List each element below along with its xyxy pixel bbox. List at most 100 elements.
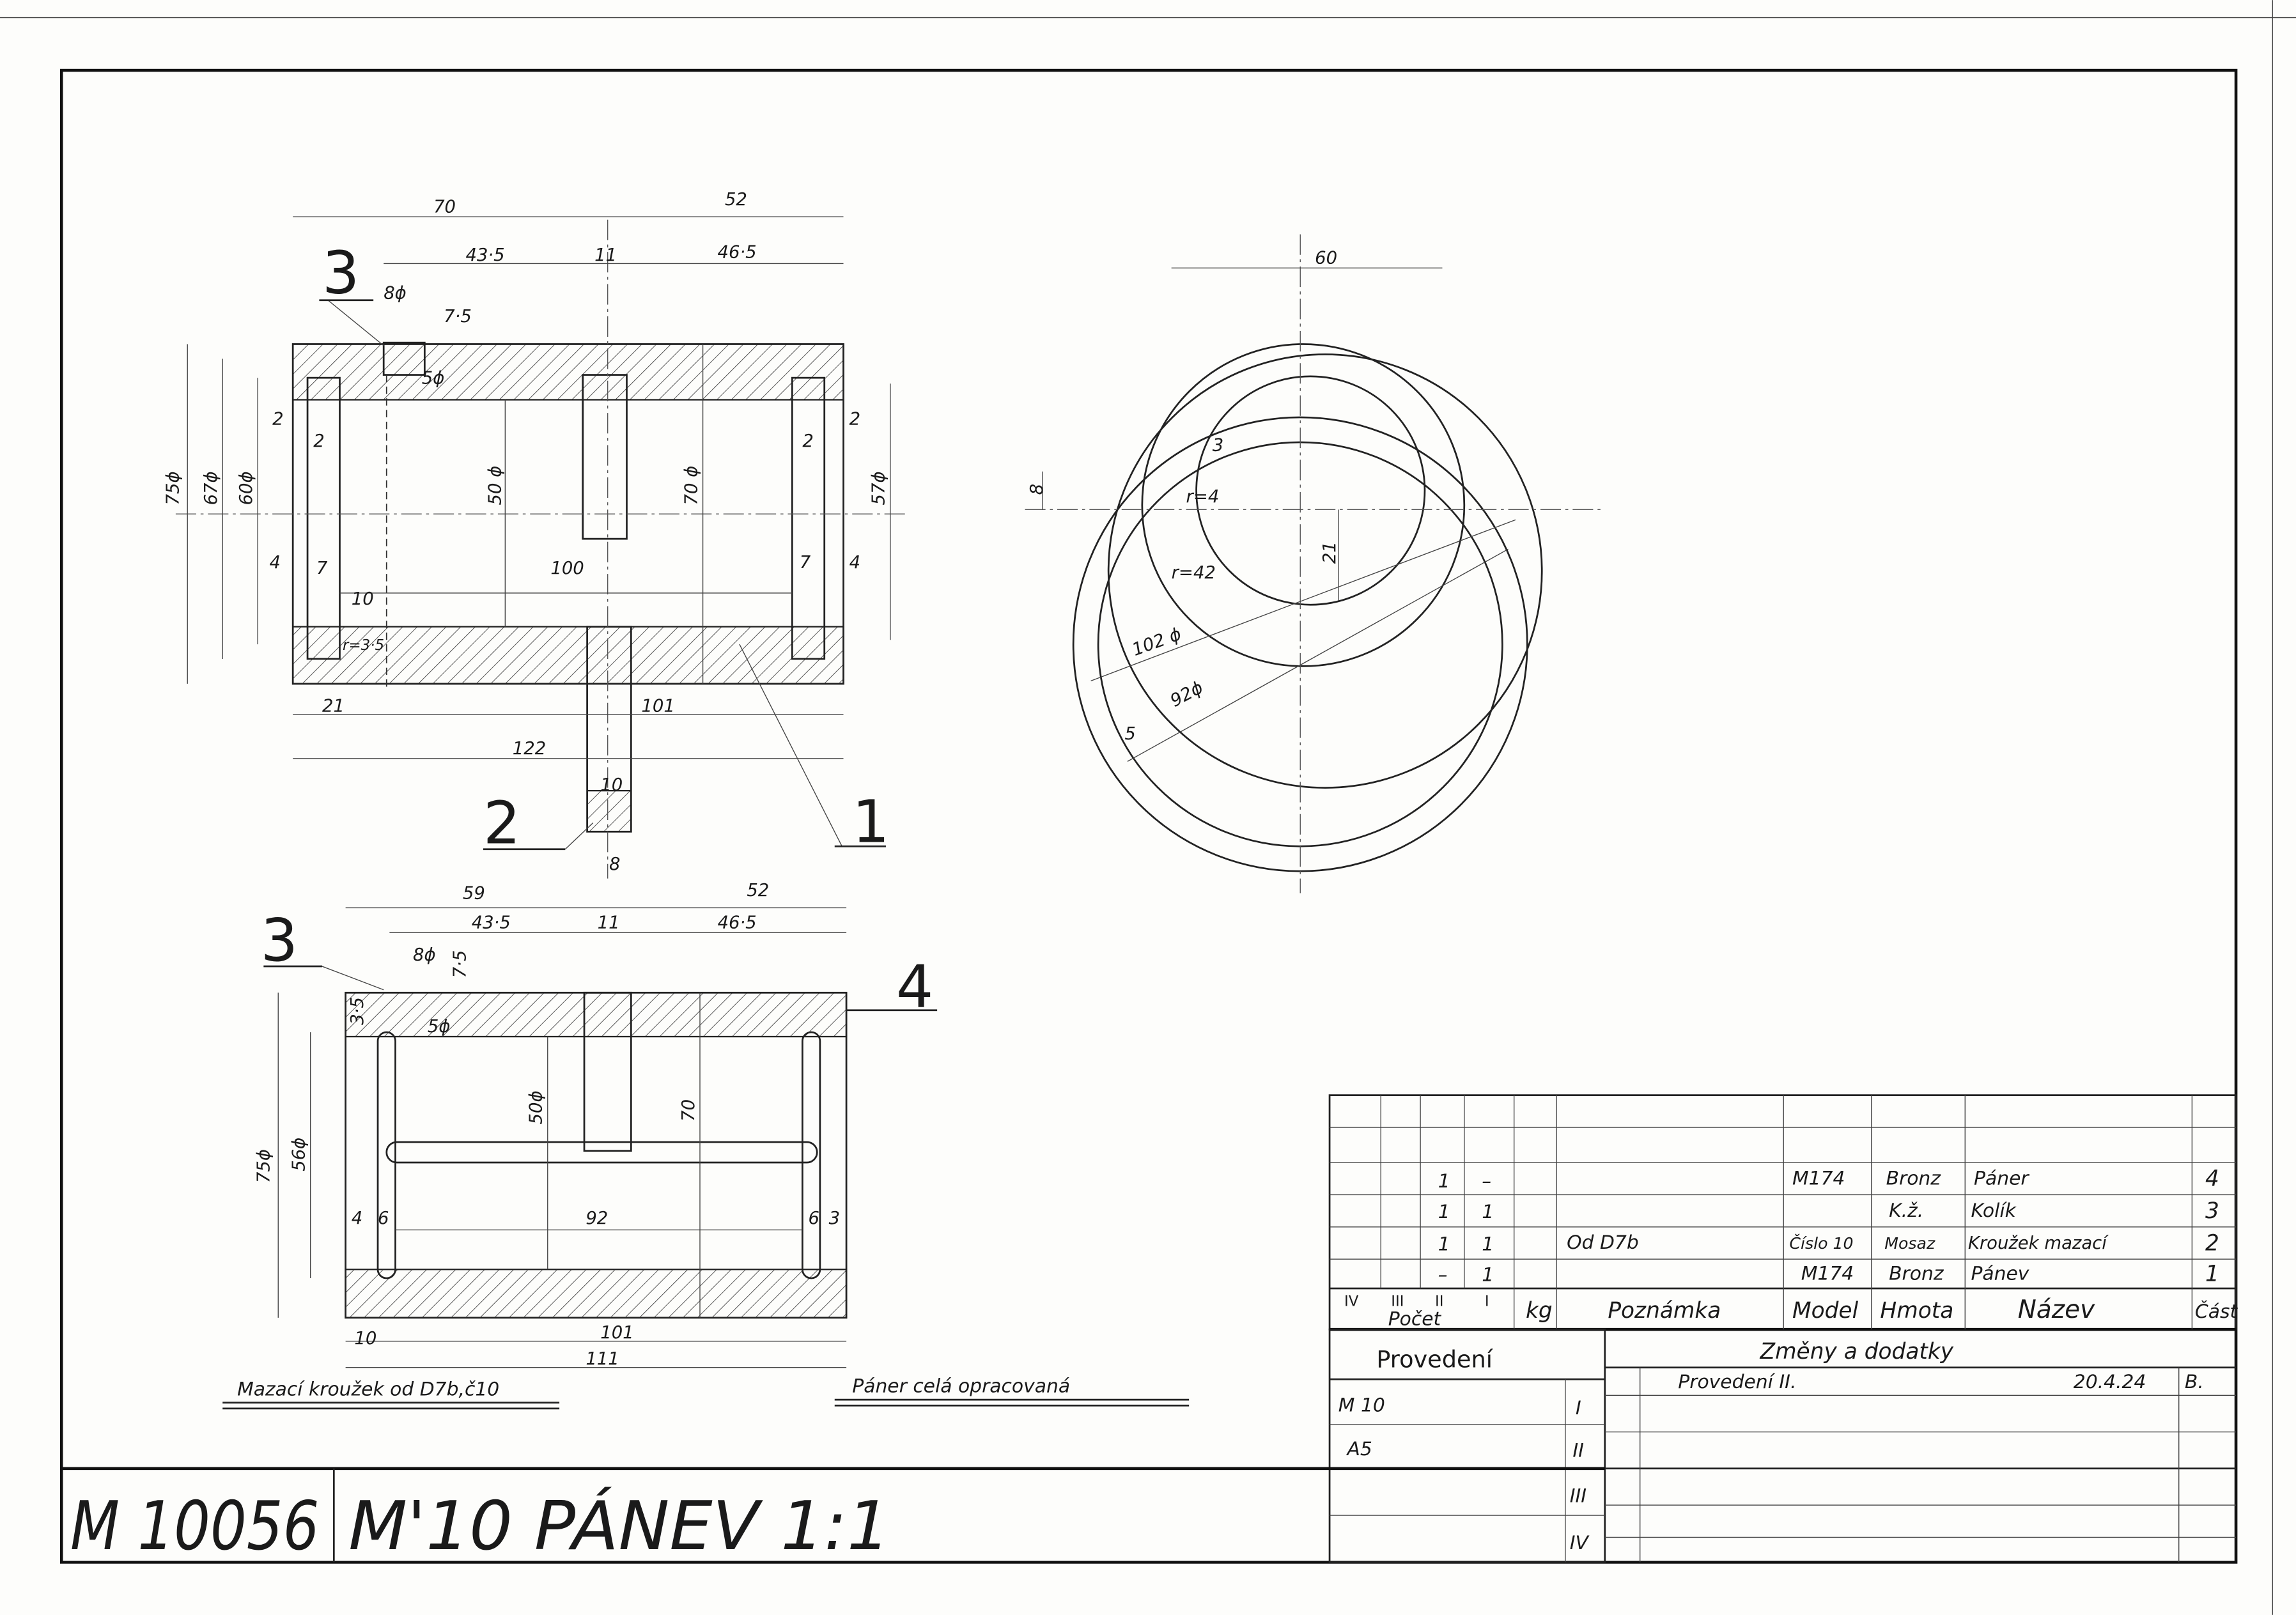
parts-row: 1 1 Od D7b Číslo 10 Mosaz Kroužek mazací… — [1438, 1230, 2219, 1256]
cell: Pánev — [1971, 1262, 2029, 1285]
cell: 4 — [2205, 1166, 2219, 1192]
end-view: 60 8 3 r=4 r=42 21 102 ϕ 92ϕ 5 — [1025, 234, 1604, 893]
dim-label: 43·5 — [472, 912, 511, 932]
execution-value: A5 — [1346, 1438, 1372, 1460]
dim-label: 50ϕ — [526, 1090, 547, 1124]
execution-table: Provedení M 10 I A5 II III IV — [1328, 1328, 1606, 1563]
title-row: M 10056 M'10 PÁNEV 1:1 — [61, 1467, 1605, 1565]
change-sign: B. — [2185, 1371, 2204, 1393]
dim-label: 8 — [1027, 484, 1047, 495]
dim-label: 3 — [1213, 435, 1223, 456]
cell: Kolík — [1971, 1200, 2017, 1222]
dim-label: r=4 — [1186, 486, 1220, 507]
dim-label: 4 — [270, 552, 281, 573]
dim-label: 4 — [352, 1208, 362, 1228]
cell: Od D7b — [1567, 1232, 1639, 1254]
dim-label: 60ϕ — [236, 471, 256, 505]
part-label-1: 1 — [852, 787, 889, 856]
bottom-section-view: 4 3 59 52 43·5 11 46·5 8ϕ 7·5 5ϕ 3·5 75ϕ… — [254, 880, 938, 1369]
dim-label: 11 — [598, 912, 620, 932]
header-cell: III — [1391, 1294, 1404, 1310]
dim-label: 101 — [641, 695, 674, 716]
dim-label: 21 — [322, 695, 345, 716]
dim-label: 43·5 — [465, 245, 504, 265]
dim-label: 10 — [352, 589, 374, 609]
drawing-title: M'10 PÁNEV 1:1 — [348, 1487, 890, 1565]
dim-label: 5ϕ — [428, 1016, 451, 1037]
header-cell: Počet — [1388, 1308, 1442, 1330]
cell: 1 — [1438, 1170, 1450, 1193]
dim-label: 75ϕ — [254, 1149, 274, 1183]
cell: – — [1438, 1264, 1448, 1287]
dim-label: 100 — [550, 558, 584, 578]
header-cell: II — [1435, 1294, 1444, 1310]
dim-label: 3 — [829, 1208, 840, 1228]
sheet-border — [59, 68, 2238, 1564]
dim-label: 7·5 — [444, 306, 472, 327]
dim-label: 6 — [378, 1208, 389, 1228]
parts-header: IV III II I Počet kg Poznámka Model Hmot… — [1344, 1294, 2238, 1331]
dim-label: 11 — [594, 245, 617, 265]
header-cell: Model — [1792, 1298, 1859, 1324]
header-cell: IV — [1344, 1294, 1359, 1310]
dim-label: r=42 — [1172, 562, 1216, 583]
cell: – — [1482, 1170, 1491, 1193]
changes-title: Změny a dodatky — [1760, 1339, 1954, 1364]
dim-label: 21 — [1319, 541, 1340, 564]
execution-title: Provedení — [1376, 1346, 1493, 1373]
dim-label: 75ϕ — [162, 471, 183, 505]
dim-label: 5ϕ — [422, 367, 445, 388]
cell: M174 — [1801, 1262, 1854, 1285]
dim-label: 7 — [316, 558, 328, 578]
cell: K.ž. — [1889, 1200, 1923, 1222]
dim-label: 10 — [600, 775, 623, 795]
header-cell: Název — [2018, 1295, 2095, 1324]
dim-label: 5 — [1124, 723, 1135, 744]
dim-label: 2 — [849, 408, 860, 429]
cell: 1 — [1438, 1201, 1450, 1223]
dim-label: 8ϕ — [413, 945, 436, 965]
cell: 1 — [1482, 1233, 1494, 1255]
dim-label: 122 — [513, 738, 546, 759]
dim-label: 4 — [849, 552, 860, 573]
execution-roman: IV — [1570, 1532, 1590, 1554]
parts-row: 1 – M174 Bronz Páner 4 — [1438, 1166, 2219, 1193]
header-cell: I — [1485, 1294, 1489, 1310]
cell: 3 — [2205, 1198, 2219, 1224]
execution-roman: I — [1576, 1397, 1581, 1419]
changes-table: Změny a dodatky Provedení II. 20.4.24 B. — [1604, 1339, 2237, 1563]
header-cell: Hmota — [1880, 1298, 1953, 1324]
cell: Páner — [1974, 1167, 2029, 1189]
cell: M174 — [1792, 1167, 1845, 1189]
note-fully-machined: Páner celá opracovaná — [852, 1375, 1070, 1398]
part-label-2: 2 — [483, 789, 520, 858]
drawing-number: M 10056 — [70, 1487, 319, 1565]
dim-label: 46·5 — [718, 912, 757, 932]
header-cell: Poznámka — [1608, 1298, 1721, 1324]
note-lubrication-ring: Mazací kroužek od D7b,č10 — [237, 1378, 499, 1400]
dim-label: 2 — [802, 431, 813, 451]
header-cell: kg — [1526, 1298, 1553, 1324]
top-section-view: 70 52 43·5 11 46·5 8ϕ 7·5 5ϕ 75ϕ 67ϕ 60ϕ… — [162, 189, 908, 879]
dim-label: 70 ϕ — [681, 466, 701, 506]
dim-label: 92ϕ — [1167, 677, 1206, 711]
parts-row: – 1 M174 Bronz Pánev 1 — [1438, 1262, 2219, 1287]
cell: Bronz — [1889, 1262, 1944, 1285]
dim-label: 3·5 — [347, 997, 368, 1025]
dim-label: 46·5 — [718, 242, 757, 262]
cell: 1 — [2205, 1262, 2219, 1287]
cell: Mosaz — [1884, 1234, 1935, 1253]
dim-label: 101 — [600, 1322, 633, 1343]
header-cell: Část — [2195, 1299, 2238, 1323]
dim-label: 50 ϕ — [485, 466, 505, 506]
dim-label: 8ϕ — [384, 282, 407, 303]
cell: Číslo 10 — [1789, 1233, 1853, 1253]
dim-label: 52 — [747, 880, 769, 900]
dim-label: 60 — [1315, 247, 1337, 268]
dim-label: 7·5 — [449, 950, 470, 978]
execution-roman: II — [1572, 1439, 1584, 1462]
change-date: 20.4.24 — [2074, 1371, 2146, 1393]
cell: Bronz — [1886, 1167, 1942, 1189]
dim-label: 57ϕ — [869, 471, 889, 505]
